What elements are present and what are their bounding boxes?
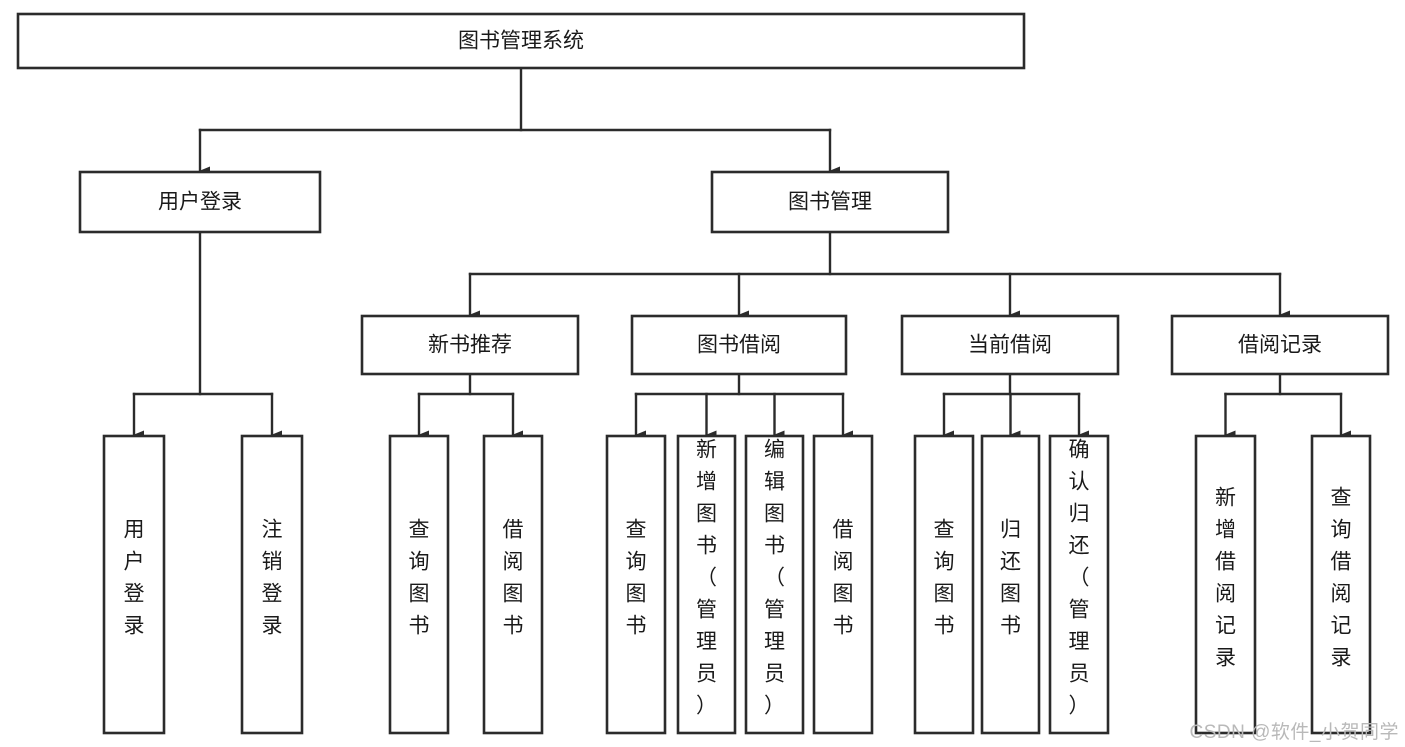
node-book-borrow-box[interactable] bbox=[630, 314, 848, 376]
node-book-borrow-label: 图书借阅 bbox=[697, 334, 781, 357]
node-leaf-add-record-label: 新增借阅记录 bbox=[1215, 487, 1236, 670]
node-leaf-query-record-label: 查询借阅记录 bbox=[1331, 487, 1352, 670]
node-leaf-query-book-2-box[interactable] bbox=[605, 434, 667, 735]
node-leaf-query-record[interactable]: 查询借阅记录 bbox=[1310, 434, 1372, 735]
node-leaf-borrow-book-2-label: 借阅图书 bbox=[833, 519, 854, 638]
node-leaf-borrow-book-2-box[interactable] bbox=[812, 434, 874, 735]
node-leaf-edit-book-box[interactable] bbox=[744, 434, 805, 735]
node-root-label: 图书管理系统 bbox=[458, 30, 584, 53]
node-leaf-add-book-box[interactable] bbox=[676, 434, 737, 735]
node-user-login-label: 用户登录 bbox=[158, 191, 242, 214]
node-leaf-return-book-label: 归还图书 bbox=[1000, 519, 1021, 638]
node-user-login[interactable]: 用户登录 bbox=[78, 170, 322, 234]
node-leaf-user-login[interactable]: 用户登录 bbox=[102, 434, 166, 735]
node-current-borrow-box[interactable] bbox=[900, 314, 1120, 376]
node-user-login-box[interactable] bbox=[78, 170, 322, 234]
node-leaf-borrow-book-1[interactable]: 借阅图书 bbox=[482, 434, 544, 735]
node-leaf-user-logout[interactable]: 注销登录 bbox=[240, 434, 304, 735]
node-leaf-user-login-box[interactable] bbox=[102, 434, 166, 735]
node-root[interactable]: 图书管理系统 bbox=[16, 12, 1026, 70]
node-current-borrow[interactable]: 当前借阅 bbox=[900, 314, 1120, 376]
node-borrow-record-box[interactable] bbox=[1170, 314, 1390, 376]
node-leaf-query-book-1-box[interactable] bbox=[388, 434, 450, 735]
edges-layer bbox=[132, 66, 1351, 440]
node-leaf-query-book-3-box[interactable] bbox=[913, 434, 975, 735]
csdn-watermark: CSDN @软件_小贺同学 bbox=[1189, 722, 1399, 743]
node-leaf-query-book-2-label: 查询图书 bbox=[626, 519, 647, 638]
node-leaf-return-book[interactable]: 归还图书 bbox=[980, 434, 1041, 735]
node-leaf-confirm-return-box[interactable] bbox=[1048, 434, 1110, 735]
node-book-manage[interactable]: 图书管理 bbox=[710, 170, 950, 234]
node-leaf-user-logout-box[interactable] bbox=[240, 434, 304, 735]
node-new-book-rec[interactable]: 新书推荐 bbox=[360, 314, 580, 376]
node-leaf-add-record-box[interactable] bbox=[1194, 434, 1257, 735]
node-leaf-user-login-label: 用户登录 bbox=[124, 519, 145, 638]
node-leaf-borrow-book-1-box[interactable] bbox=[482, 434, 544, 735]
node-book-borrow[interactable]: 图书借阅 bbox=[630, 314, 848, 376]
node-root-box[interactable] bbox=[16, 12, 1026, 70]
node-borrow-record[interactable]: 借阅记录 bbox=[1170, 314, 1390, 376]
node-leaf-confirm-return[interactable]: 确认归还（管理员） bbox=[1048, 434, 1110, 735]
node-new-book-rec-box[interactable] bbox=[360, 314, 580, 376]
node-leaf-edit-book[interactable]: 编辑图书（管理员） bbox=[744, 434, 805, 735]
node-leaf-query-record-box[interactable] bbox=[1310, 434, 1372, 735]
node-leaf-query-book-1-label: 查询图书 bbox=[409, 519, 430, 638]
node-leaf-borrow-book-1-label: 借阅图书 bbox=[503, 519, 524, 638]
node-borrow-record-label: 借阅记录 bbox=[1238, 334, 1322, 357]
node-leaf-edit-book-label: 编辑图书（管理员） bbox=[764, 439, 785, 718]
node-leaf-borrow-book-2[interactable]: 借阅图书 bbox=[812, 434, 874, 735]
node-leaf-add-book[interactable]: 新增图书（管理员） bbox=[676, 434, 737, 735]
nodes-layer: 图书管理系统用户登录图书管理新书推荐图书借阅当前借阅借阅记录用户登录注销登录查询… bbox=[16, 12, 1390, 735]
node-book-manage-label: 图书管理 bbox=[788, 191, 872, 214]
node-current-borrow-label: 当前借阅 bbox=[968, 334, 1052, 357]
node-leaf-user-logout-label: 注销登录 bbox=[262, 519, 283, 638]
node-leaf-query-book-1[interactable]: 查询图书 bbox=[388, 434, 450, 735]
node-leaf-add-record[interactable]: 新增借阅记录 bbox=[1194, 434, 1257, 735]
node-book-manage-box[interactable] bbox=[710, 170, 950, 234]
node-leaf-return-book-box[interactable] bbox=[980, 434, 1041, 735]
node-leaf-query-book-3-label: 查询图书 bbox=[934, 519, 955, 638]
node-new-book-rec-label: 新书推荐 bbox=[428, 334, 512, 357]
node-leaf-confirm-return-label: 确认归还（管理员） bbox=[1069, 439, 1090, 718]
node-leaf-add-book-label: 新增图书（管理员） bbox=[696, 439, 717, 718]
node-leaf-query-book-2[interactable]: 查询图书 bbox=[605, 434, 667, 735]
node-leaf-query-book-3[interactable]: 查询图书 bbox=[913, 434, 975, 735]
